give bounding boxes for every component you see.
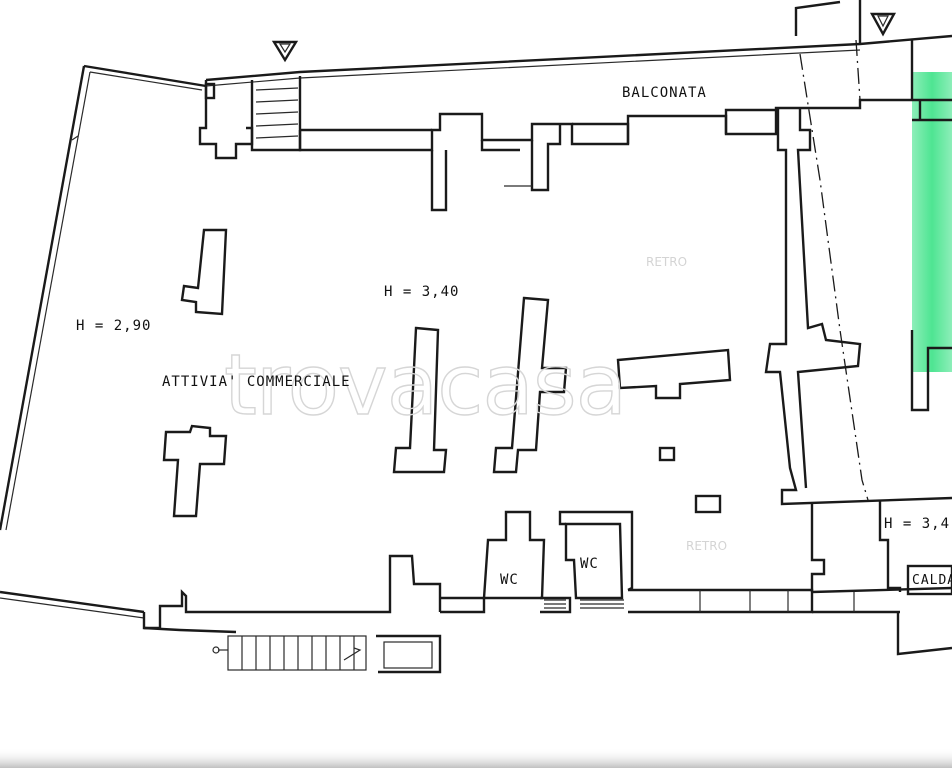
pillar-3 <box>392 326 448 474</box>
caldaia-room <box>906 564 952 596</box>
faint-retro-top: RETRO <box>646 255 687 269</box>
bottom-rooms <box>142 510 952 674</box>
pillar-small-1 <box>658 446 676 462</box>
entrance-arrows <box>271 12 897 63</box>
label-height-left: H = 2,90 <box>76 318 151 334</box>
wc-1-room <box>482 510 546 600</box>
label-balconata: BALCONATA <box>622 85 707 101</box>
wc-2-room <box>564 522 624 600</box>
page-bottom-shadow <box>0 748 952 768</box>
triangle-down-arrow-icon <box>869 12 897 37</box>
label-height-main: H = 3,40 <box>384 284 459 300</box>
pillar-4 <box>492 296 568 474</box>
faint-retro-bottom: RETRO <box>686 539 727 553</box>
label-wc-2: WC <box>580 556 599 572</box>
pillar-5 <box>616 348 732 400</box>
pillar-2 <box>162 424 228 518</box>
label-wc-1: WC <box>500 572 519 588</box>
highlight-strip <box>912 72 952 372</box>
pillars <box>162 228 732 518</box>
pillar-small-2 <box>694 494 722 514</box>
label-area-name: ATTIVIA' COMMERCIALE <box>162 374 351 390</box>
label-caldaia: CALDA <box>912 573 952 588</box>
triangle-down-arrow-icon <box>271 40 299 63</box>
label-height-right: H = 3,4 <box>884 516 950 532</box>
balcony-area <box>198 76 952 212</box>
watermark: trovacasa <box>224 336 626 434</box>
right-rooms <box>764 0 952 656</box>
pillar-1 <box>180 228 228 316</box>
